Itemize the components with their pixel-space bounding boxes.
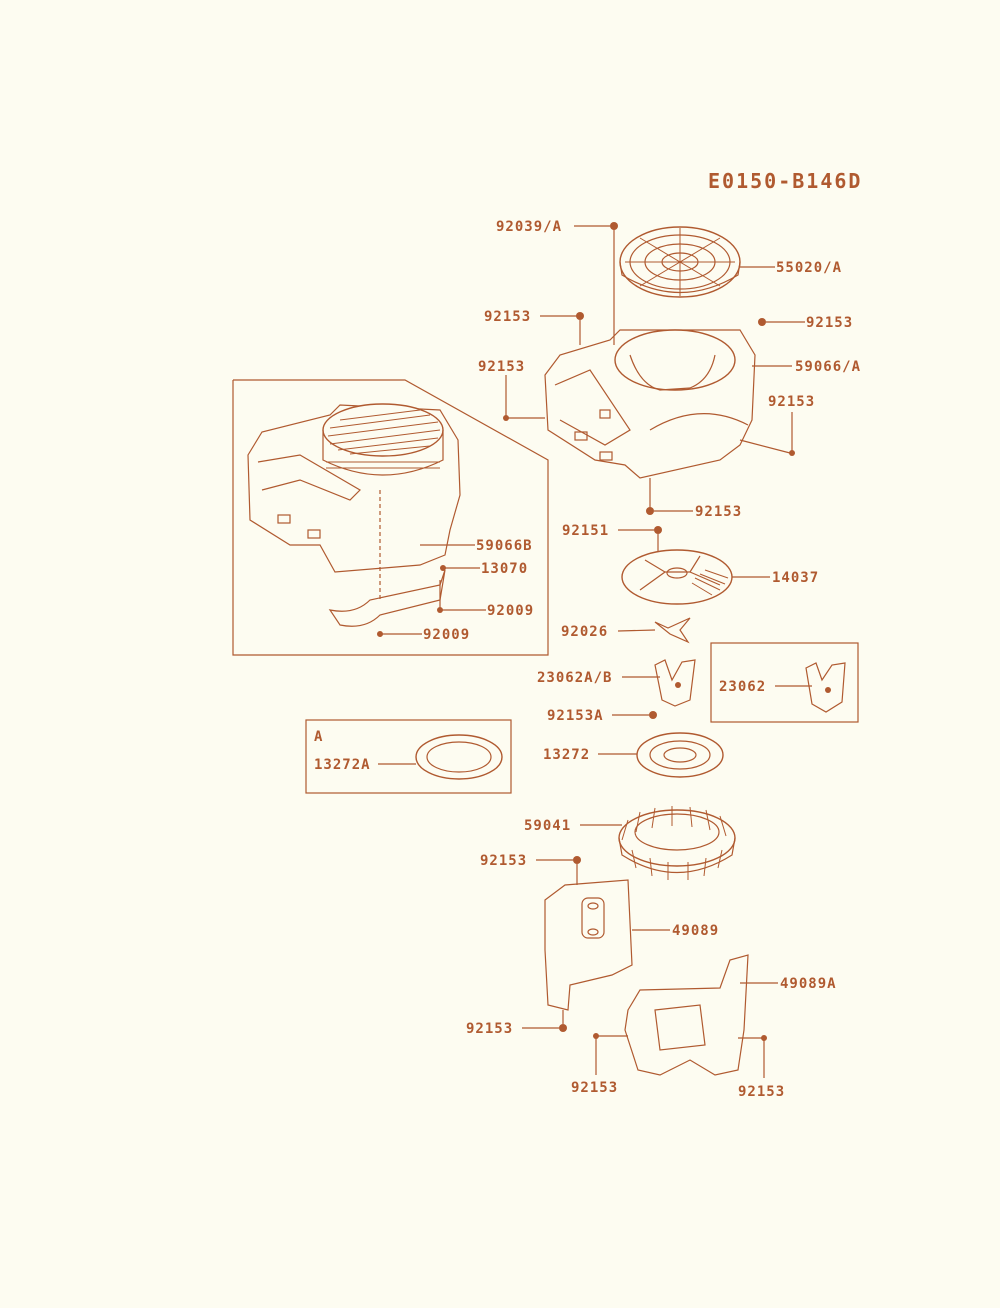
bracket-23062-drawing (805, 662, 846, 713)
washer-92026-drawing (654, 617, 691, 644)
screen-55020a-drawing (619, 226, 741, 298)
label-59066b: 59066B (476, 538, 533, 554)
label-23062ab: 23062A/B (537, 670, 612, 686)
fan-14037-drawing (621, 549, 733, 605)
label-49089a: 49089A (780, 976, 837, 992)
label-55020a: 55020/A (776, 260, 842, 276)
label-49089: 49089 (672, 923, 719, 939)
label-23062: 23062 (719, 679, 766, 695)
inset-box-shroud (232, 379, 549, 656)
inset-a-label: A (314, 729, 323, 745)
plate-13272a-drawing (415, 734, 503, 780)
label-92039a: 92039/A (496, 219, 562, 235)
label-92153-g: 92153 (466, 1021, 513, 1037)
cover-49089-drawing (544, 879, 633, 1011)
label-92153-b: 92153 (806, 315, 853, 331)
shroud-59066a-drawing (544, 329, 756, 479)
label-92153a: 92153A (547, 708, 604, 724)
label-92153-e: 92153 (695, 504, 742, 520)
label-92151: 92151 (562, 523, 609, 539)
label-92153-i: 92153 (738, 1084, 785, 1100)
inset-box-a (305, 719, 512, 794)
label-13272: 13272 (543, 747, 590, 763)
label-59066a: 59066/A (795, 359, 861, 375)
bracket-23062ab-drawing (654, 659, 696, 707)
label-13070: 13070 (481, 561, 528, 577)
label-92009-b: 92009 (423, 627, 470, 643)
label-59041: 59041 (524, 818, 571, 834)
plate-13272-drawing (636, 732, 724, 778)
label-92153-c: 92153 (478, 359, 525, 375)
label-92009-a: 92009 (487, 603, 534, 619)
shroud-59066b-drawing (247, 403, 461, 627)
label-92153-h: 92153 (571, 1080, 618, 1096)
label-92153-f: 92153 (480, 853, 527, 869)
label-92153-d: 92153 (768, 394, 815, 410)
fan-59041-drawing (618, 806, 736, 880)
inset-box-23062 (710, 642, 859, 723)
diagram-code: E0150-B146D (708, 169, 862, 193)
label-92153-a: 92153 (484, 309, 531, 325)
label-14037: 14037 (772, 570, 819, 586)
label-13272a: 13272A (314, 757, 371, 773)
cover-49089a-drawing (624, 954, 749, 1076)
label-92026: 92026 (561, 624, 608, 640)
